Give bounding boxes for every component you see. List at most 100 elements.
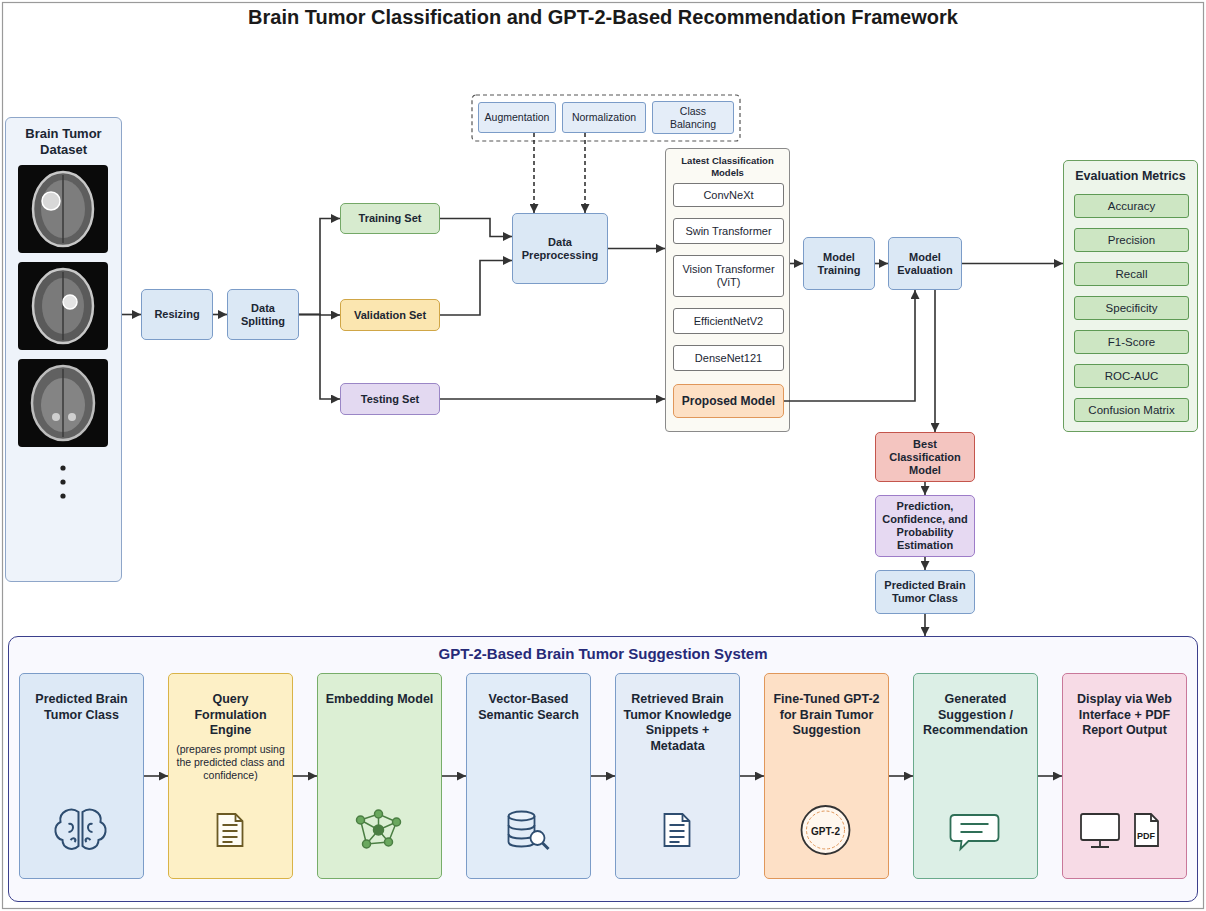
icon-label-box: GPT-2 [811,821,840,839]
node-label: Proposed Model [682,394,775,408]
more-dots [60,479,65,484]
pdf-icon [1135,814,1158,846]
node-label: Embedding Model [326,692,434,708]
panel-heading: Latest Classification Models [670,155,785,178]
mri-image [41,378,85,432]
pipeline-box: Predicted Brain Tumor Class [19,673,144,879]
suggestion-panel: GPT-2-Based Brain Tumor Suggestion Syste… [8,636,1198,902]
process-box: Data Preprocessing [512,213,608,284]
gpt-icon [802,806,850,854]
search-icon [509,812,535,821]
dashed-group [472,95,740,141]
connector-group [122,133,1063,776]
document-icon [665,814,690,846]
flow-arrow [934,290,936,432]
network-icon [393,818,401,826]
flow-arrow [1038,775,1062,777]
network-icon [357,816,365,824]
mri-image [18,359,108,447]
monitor-icon [1081,814,1119,840]
network-icon [374,825,384,835]
monitor-icon [1091,840,1109,847]
model-box: DenseNet121 [673,345,784,371]
network-icon [361,814,397,844]
proposed-model-box: Proposed Model [673,384,784,418]
node-label: Query Formulation Engine [175,692,286,739]
flow-arrow [440,219,512,237]
pipeline-box: Fine-Tuned GPT-2 for Brain Tumor Suggest… [764,673,889,879]
speech-icon [961,824,989,832]
subset-box: Training Set [340,203,440,234]
pipeline-box: Display via Web Interface + PDF Report O… [1062,673,1187,879]
brain-icon [55,810,105,849]
flow-arrow [299,219,340,315]
pdf-icon [1151,814,1158,821]
pipeline-box: Retrieved Brain Tumor Knowledge Snippets… [615,673,740,879]
node-label: ROC-AUC [1105,370,1159,383]
node-label: Recall [1116,268,1148,281]
flow-arrow [442,775,466,777]
flow-arrow [584,133,586,213]
node-label: Vision Transformer (ViT) [678,263,779,289]
process-box: Model Training [803,237,875,290]
pipeline-box: Query Formulation Engine(prepares prompt… [168,673,293,879]
preprocess-option: Class Balancing [652,101,734,134]
node-label: Precision [1108,234,1155,247]
search-icon [509,825,535,839]
panel-heading: Brain Tumor Dataset [10,126,117,158]
node-label: Model Training [808,251,870,277]
flow-arrow [591,775,615,777]
node-label: DenseNet121 [695,352,762,365]
metric-box: Confusion Matrix [1074,398,1189,422]
process-box: Resizing [141,289,213,340]
flow-arrow [740,775,764,777]
node-label: Data Splitting [232,302,294,328]
brain-icon [83,810,106,849]
node-label: Vector-Based Semantic Search [473,692,584,723]
process-box: Data Splitting [227,289,299,340]
flow-arrow [440,398,665,400]
document-icon [218,814,243,846]
model-box: Vision Transformer (ViT) [673,255,784,297]
flow-arrow [213,314,227,316]
flow-arrow [533,133,535,213]
metric-box: ROC-AUC [1074,364,1189,388]
mri-image [41,180,85,238]
flow-arrow [889,775,913,777]
panel-heading: GPT-2-Based Brain Tumor Suggestion Syste… [13,645,1193,663]
mri-image [18,165,108,253]
result-box: Best Classification Model [875,432,975,482]
flow-arrow [440,261,512,316]
mri-image [68,413,76,421]
panel-heading: Evaluation Metrics [1068,169,1193,184]
mri-image [33,269,93,343]
flow-arrow [122,314,141,316]
mri-image [52,413,60,421]
mri-image [62,175,64,243]
model-panel: Latest Classification ModelsConvNeXtSwin… [665,148,790,432]
mri-image [18,262,108,350]
metric-box: Accuracy [1074,194,1189,218]
node-label: Fine-Tuned GPT-2 for Brain Tumor Suggest… [771,692,882,739]
subset-box: Testing Set [340,383,440,415]
node-label: Accuracy [1108,200,1155,213]
flow-arrow [784,290,915,401]
flow-arrow [924,614,926,636]
search-icon [531,831,545,845]
icon-label: PDF [1137,831,1155,841]
more-dots [60,465,65,498]
search-icon [509,812,549,850]
flow-arrow [790,263,803,265]
node-label: Validation Set [354,309,426,322]
outer-frame [3,3,1204,909]
mri-image [62,272,64,340]
more-dots [60,465,65,470]
metric-box: Specificity [1074,296,1189,320]
search-icon [543,843,549,849]
metrics-panel: Evaluation MetricsAccuracyPrecisionRecal… [1063,160,1198,432]
metric-box: Recall [1074,262,1189,286]
document-icon [236,814,243,821]
mri-image [33,172,93,246]
